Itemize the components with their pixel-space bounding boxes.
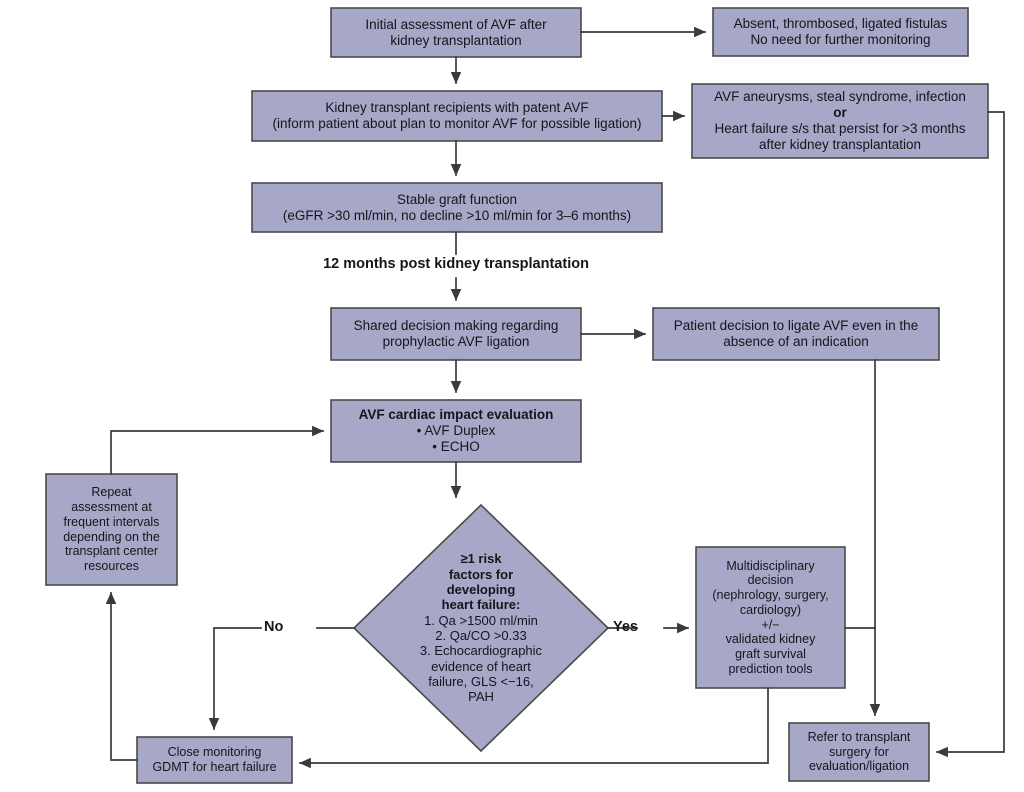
edge-multi-to-close <box>299 687 769 769</box>
edge-label-yes: Yes <box>613 619 638 635</box>
node-shared-decision <box>330 307 582 361</box>
node-close-monitoring <box>136 736 293 784</box>
node-absent-fistulas <box>712 7 969 57</box>
edge-label-no: No <box>264 619 284 635</box>
node-risk-diamond <box>352 503 610 753</box>
node-complications <box>691 83 989 159</box>
node-patent-avf <box>251 90 663 142</box>
edge-close-to-repeat <box>105 592 138 761</box>
node-initial-assessment <box>330 7 582 58</box>
node-repeat-assessment <box>45 473 178 586</box>
node-stable-graft <box>251 182 663 233</box>
node-refer-surgery <box>788 722 930 782</box>
node-multidisciplinary <box>695 546 846 689</box>
edge-diamond-no-to-close <box>208 627 262 730</box>
node-cardiac-impact <box>330 399 582 463</box>
label-12-months-post-transplant: 12 months post kidney transplantation <box>323 256 589 272</box>
node-patient-decision <box>652 307 940 361</box>
edge-repeat-to-cardiac <box>110 425 324 475</box>
edge-complications-to-refer <box>936 111 1005 758</box>
